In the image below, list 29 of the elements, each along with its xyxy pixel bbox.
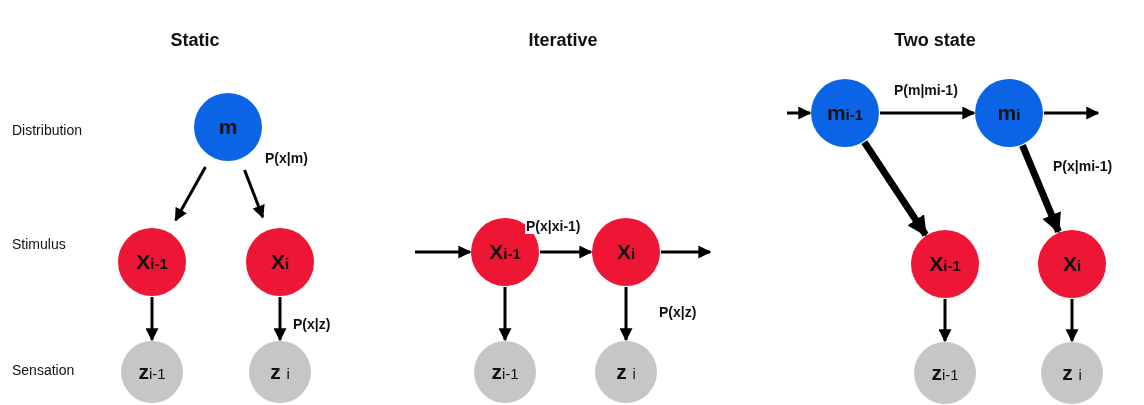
row-label: Sensation	[12, 362, 75, 378]
edge-label: P(x|xi-1)	[525, 218, 582, 234]
edge-label: P(m|mi-1)	[893, 82, 959, 98]
arrow	[498, 287, 512, 342]
arrow	[880, 106, 976, 120]
arrow	[938, 299, 952, 343]
arrow	[1019, 143, 1062, 234]
arrow	[273, 297, 287, 342]
edge-label: P(x|z)	[292, 316, 332, 332]
arrow	[174, 166, 207, 222]
arrow	[787, 106, 812, 120]
arrow	[619, 287, 633, 342]
panel-title: Static	[170, 30, 220, 51]
node-label: m	[218, 115, 238, 139]
edge-label: P(x|m)	[264, 150, 309, 166]
panel-title: Two state	[894, 30, 976, 51]
arrow	[861, 140, 929, 237]
arrow	[415, 245, 472, 259]
arrow	[243, 169, 265, 219]
edge-label: P(x|z)	[658, 304, 698, 320]
arrow	[1044, 106, 1100, 120]
arrow	[540, 245, 593, 259]
edge-label: P(x|mi-1)	[1052, 158, 1114, 174]
arrow	[661, 245, 712, 259]
arrow	[145, 297, 159, 342]
panel-title: Iterative	[528, 30, 598, 51]
row-label: Stimulus	[12, 236, 66, 252]
row-label: Distribution	[12, 122, 83, 138]
arrow	[1065, 299, 1079, 343]
